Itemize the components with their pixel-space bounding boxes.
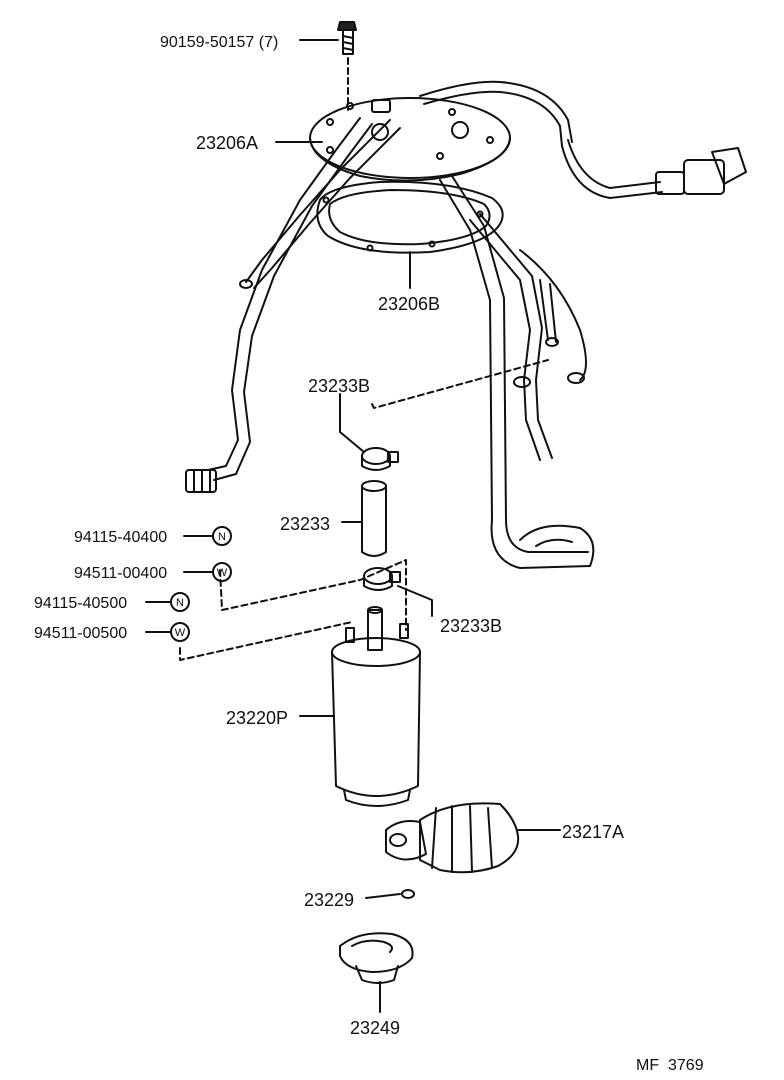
label-cushion: 23249 [350,1018,400,1038]
pump-bracket-plate [309,97,511,182]
washer-symbol-2 [170,622,190,642]
washer-symbol-2-letter: W [175,627,186,639]
label-bolt: 90159-50157 (7) [160,34,278,51]
pump-cushion [339,932,414,984]
fuel-pipe-left [185,117,373,493]
nut-symbol-2 [170,592,190,612]
label-clamp-upper: 23233B [308,376,370,396]
footer-code: MF 3769 [636,1057,704,1074]
label-filter: 23217A [562,822,624,842]
label-gasket: 23206B [378,294,440,314]
clamp-guide-upper [371,359,549,409]
fuel-hose [361,480,387,557]
label-hose: 23233 [280,514,330,534]
hose-clamp-upper [361,447,399,471]
label-washer-1: 94511-00400 [74,565,167,582]
bolt-part [337,21,357,55]
leader-ring [365,893,401,899]
o-ring-part [401,889,415,899]
suction-tubes [439,175,595,569]
fuel-pipe-return [239,119,401,289]
nut-symbol-1 [212,526,232,546]
gasket-ring [316,180,504,254]
label-plate: 23206A [196,133,258,153]
nut-guide-1 [219,559,407,631]
label-nut-1: 94115-40400 [74,529,167,546]
fuel-filter [385,802,520,874]
hose-clamp-lower [363,567,401,591]
leader-clamp-lower [397,585,433,617]
washer-symbol-1 [212,562,232,582]
label-clamp-lower: 23233B [440,616,502,636]
label-pump: 23220P [226,708,288,728]
fuel-pump-body [331,606,421,807]
wire-harness [419,80,747,199]
label-nut-2: 94115-40500 [34,595,127,612]
nut-symbol-1-letter: N [218,531,226,543]
washer-symbol-1-letter: W [217,567,228,579]
label-ring: 23229 [304,890,354,910]
nut-symbol-2-letter: N [176,597,184,609]
leader-clamp-upper [339,393,365,453]
label-washer-2: 94511-00500 [34,625,127,642]
nut-guide-2 [179,621,353,661]
